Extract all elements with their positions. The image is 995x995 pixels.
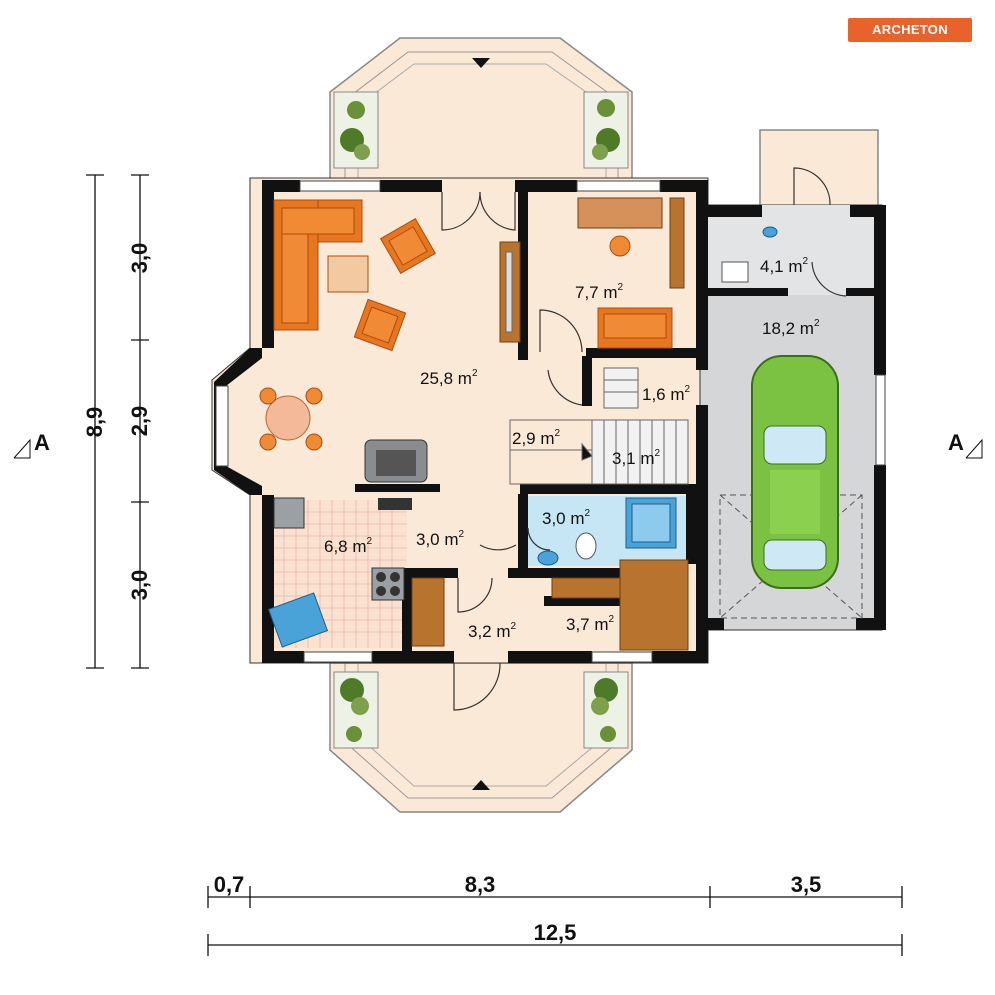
dim-vertical-1: 3,0 (127, 243, 152, 274)
fireplace-icon (355, 439, 440, 510)
armchair-bottom-icon (353, 298, 407, 352)
rear-porch (759, 129, 879, 213)
plant-top-left-icon (333, 91, 379, 169)
room-area-living: 25,8 m2 (420, 368, 478, 388)
room-area-study: 7,7 m2 (575, 282, 624, 302)
stairs-icon (509, 367, 689, 485)
room-area-wardrobe: 3,7 m2 (566, 614, 615, 634)
section-label-right: A (948, 430, 964, 455)
coffee-table-icon (327, 255, 369, 293)
sofa-corner-icon (273, 199, 363, 331)
room-area-garage: 18,2 m2 (762, 318, 820, 338)
logo-text: ARCHETON (872, 22, 948, 37)
walls (214, 180, 886, 663)
plant-bottom-right-icon (583, 671, 629, 749)
room-area-entrance: 3,2 m2 (468, 621, 517, 641)
room-area-stairs: 3,1 m2 (612, 448, 661, 468)
room-area-stairs-hall: 2,9 m2 (512, 428, 561, 448)
wardrobe-room-cabinets-icon (551, 559, 689, 651)
horizontal-dimensions (207, 886, 903, 956)
plant-bottom-left-icon (333, 671, 379, 749)
dim-horizontal-3: 3,5 (791, 872, 822, 897)
room-area-bathroom: 3,0 m2 (542, 508, 591, 528)
dim-vertical-3: 3,0 (127, 570, 152, 601)
study-sofa-icon (597, 307, 673, 349)
room-area-corridor: 3,0 m2 (416, 529, 465, 549)
bathroom-fixtures-icon (537, 497, 677, 566)
desk-icon (577, 197, 685, 289)
vertical-dimensions (86, 174, 149, 669)
section-marker-right: A (948, 430, 983, 459)
tv-cabinet-icon (499, 241, 521, 343)
wardrobe-cabinet-icon (411, 577, 445, 647)
kitchen-fixtures-icon (267, 497, 405, 648)
section-label-left: A (34, 430, 50, 455)
dining-table-icon (259, 387, 323, 451)
plant-top-right-icon (583, 91, 629, 169)
doors (441, 167, 847, 711)
dim-horizontal-total: 12,5 (534, 920, 577, 945)
archeton-logo: ARCHETON (848, 18, 972, 42)
dim-horizontal-1: 0,7 (214, 872, 245, 897)
armchair-top-icon (379, 217, 437, 275)
windows (215, 180, 886, 663)
dim-vertical-2: 2,9 (127, 406, 152, 437)
room-area-boiler: 4,1 m2 (760, 256, 809, 276)
section-marker-left: A (13, 430, 50, 459)
room-area-hall-small: 1,6 m2 (642, 384, 691, 404)
room-labels: 25,8 m2 7,7 m2 4,1 m2 18,2 m2 1,6 m2 2,9… (324, 256, 820, 641)
room-area-kitchen: 6,8 m2 (324, 536, 373, 556)
dim-horizontal-2: 8,3 (465, 872, 496, 897)
car-icon (751, 355, 839, 589)
dim-vertical-total: 8,9 (82, 407, 107, 438)
